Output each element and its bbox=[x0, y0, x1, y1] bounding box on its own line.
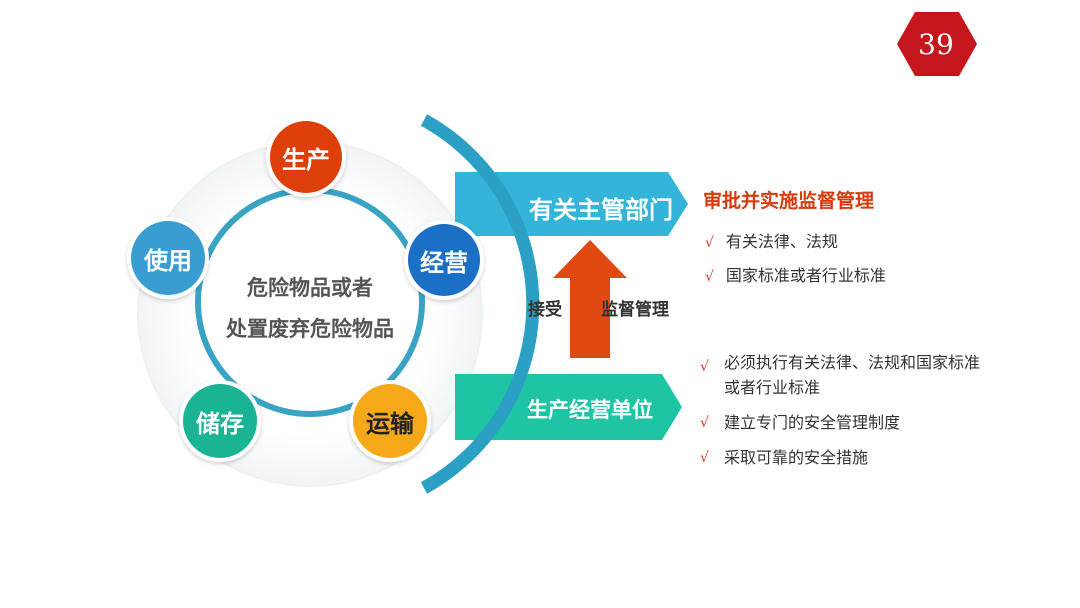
authority-item-text: 国家标准或者行业标准 bbox=[725, 266, 886, 285]
page-number-badge bbox=[897, 12, 977, 76]
unit-item: √ 采取可靠的安全措施 bbox=[700, 445, 990, 470]
unit-item-text: 必须执行有关法律、法规和国家标准或者行业标准 bbox=[724, 353, 981, 397]
node-production-fill bbox=[270, 121, 342, 193]
check-mark: √ bbox=[705, 269, 714, 285]
check-mark: √ bbox=[700, 359, 709, 375]
authority-item: √ 有关法律、法规 bbox=[705, 228, 838, 252]
center-text-line1: 危险物品或者 bbox=[247, 276, 373, 300]
node-label-use: 使用 bbox=[144, 246, 192, 275]
flow-right-label: 监督管理 bbox=[601, 300, 669, 320]
node-label-production: 生产 bbox=[282, 145, 330, 174]
node-label-business: 经营 bbox=[420, 248, 468, 277]
node-label-storage: 储存 bbox=[196, 409, 244, 438]
authority-label: 有关主管部门 bbox=[529, 196, 673, 224]
authority-item-text: 有关法律、法规 bbox=[725, 232, 838, 251]
authority-title: 审批并实施监督管理 bbox=[703, 190, 875, 212]
check-mark: √ bbox=[700, 415, 709, 431]
up-arrow bbox=[553, 240, 627, 358]
right-arc bbox=[420, 114, 540, 494]
node-storage-fill bbox=[183, 384, 257, 458]
unit-label: 生产经营单位 bbox=[527, 398, 653, 422]
authority-item: √ 国家标准或者行业标准 bbox=[705, 262, 886, 286]
unit-item: √ 必须执行有关法律、法规和国家标准或者行业标准 bbox=[700, 350, 990, 400]
check-mark: √ bbox=[705, 235, 714, 251]
node-label-transport: 运输 bbox=[366, 409, 414, 438]
page-number: 39 bbox=[918, 27, 954, 61]
center-text-line2: 处置废弃危险物品 bbox=[226, 317, 394, 341]
unit-item-text: 建立专门的安全管理制度 bbox=[724, 413, 901, 432]
unit-item: √ 建立专门的安全管理制度 bbox=[700, 410, 990, 435]
flow-left-label: 接受 bbox=[528, 300, 562, 320]
check-mark: √ bbox=[700, 450, 709, 466]
node-use-fill bbox=[131, 221, 205, 295]
node-business-fill bbox=[408, 224, 480, 296]
node-transport-fill bbox=[353, 384, 427, 458]
unit-obligations-list: √ 必须执行有关法律、法规和国家标准或者行业标准 √ 建立专门的安全管理制度 √… bbox=[700, 350, 990, 480]
unit-item-text: 采取可靠的安全措施 bbox=[724, 448, 869, 467]
